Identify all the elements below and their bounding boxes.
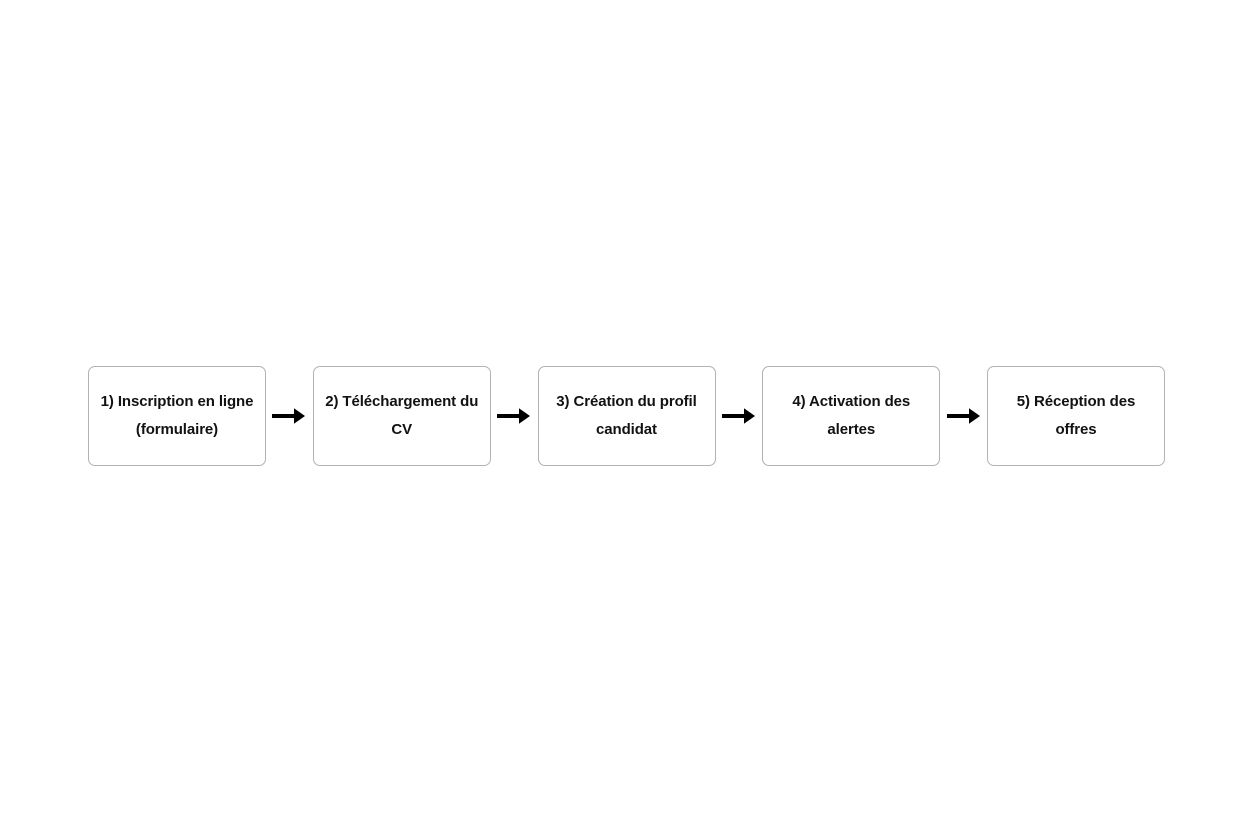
flow-node-step-5[interactable]: 5) Réception des offres (987, 366, 1165, 466)
flow-node-step-2[interactable]: 2) Téléchargement du CV (312, 366, 491, 466)
flow-node-step-3[interactable]: 3) Création du profil candidat (537, 366, 716, 466)
arrow-right-icon (491, 396, 537, 436)
flowchart: 1) Inscription en ligne (formulaire) 2) … (88, 366, 1165, 466)
flow-node-label: 3) Création du profil candidat (556, 393, 697, 438)
arrow-right-icon (266, 396, 312, 436)
flow-node-label: 2) Téléchargement du CV (325, 393, 479, 438)
flow-node-step-4[interactable]: 4) Activation des alertes (762, 366, 941, 466)
flow-node-step-1[interactable]: 1) Inscription en ligne (formulaire) (88, 366, 266, 466)
arrow-right-icon (941, 396, 987, 436)
flow-node-label: 5) Réception des offres (1016, 393, 1136, 438)
arrow-right-icon (716, 396, 762, 436)
flow-node-label: 4) Activation des alertes (792, 393, 911, 438)
flow-node-label: 1) Inscription en ligne (formulaire) (100, 393, 254, 438)
